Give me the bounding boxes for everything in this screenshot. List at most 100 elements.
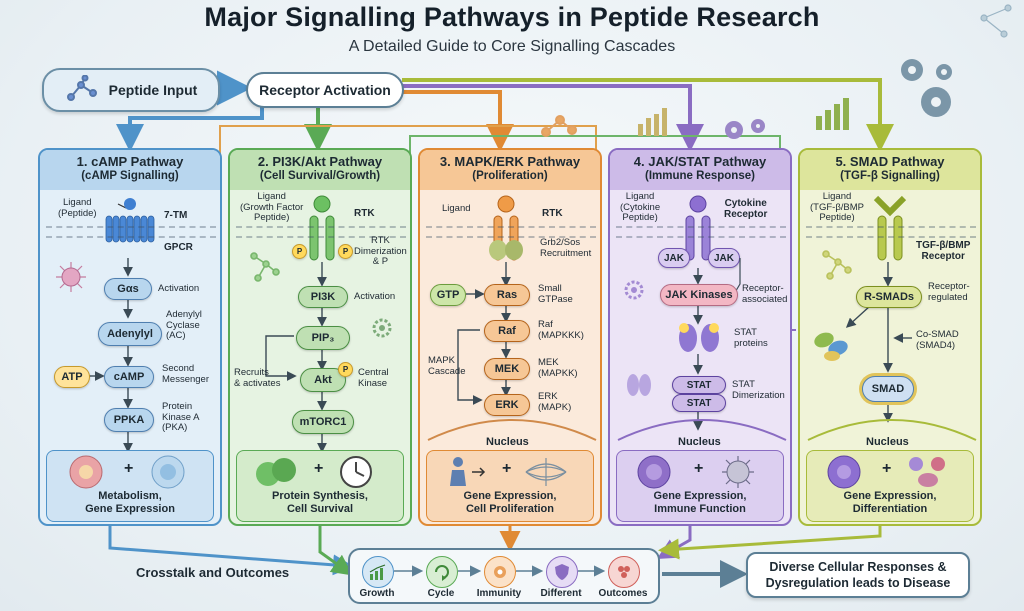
immune-cell-icon [637,455,671,489]
camp-title: 1. cAMP Pathway [76,154,184,169]
gpcr-receptor-icon [105,198,155,243]
peptide-chain-icon [250,252,280,282]
final-line-2: Dysregulation leads to Disease [765,576,951,590]
erk-note: ERK (MAPK) [538,391,572,413]
r-smads-label: R-SMADs [863,291,915,303]
cycle-label: Cycle [427,588,455,599]
peptide-molecule-icon [66,75,97,101]
smad-outcome-text: Gene Expression, Differentiation [843,490,937,515]
akt-label: Akt [314,374,332,386]
smad-subtitle: (TGF-β Signalling) [840,170,940,182]
growth-label: Growth [359,588,395,599]
jak-pathway-panel: 4. JAK/STAT Pathway (Immune Response) Li… [608,148,792,526]
camp-pathway-panel: 1. cAMP Pathway (cAMP Signalling) Ligand… [38,148,222,526]
cycle-node [426,556,458,588]
jak-kinases-note: Receptor- associated [742,283,788,305]
camp-7tm-label: 7-TM [164,210,188,221]
pi3k-note: Activation [354,291,396,302]
ppka-note: Protein Kinase A (PKA) [162,401,200,433]
ras-note: Small GTPase [538,283,573,305]
smad-panel-header: 5. SMAD Pathway (TGF-β Signalling) [800,150,980,190]
tgf-receptor-icon [873,195,907,261]
cell-cluster-icon [618,566,630,578]
erk-label: ERK [495,399,519,411]
mapk-membrane [426,226,596,238]
scientist-icon [450,457,486,486]
pi3k-outcome-text: Protein Synthesis, Cell Survival [272,490,368,515]
adenylyl-node: Adenylyl [98,322,162,346]
mek-note: MEK (MAPKK) [538,357,578,379]
pi3k-phospho-left: P [292,244,307,259]
network-icon [980,4,1012,38]
jak-left-node: JAK [658,248,690,268]
jak-nucleus-label: Nucleus [678,436,721,448]
smad-nucleus-label: Nucleus [866,436,909,448]
pi3k-flow-arrows [265,262,327,450]
outcomes-node [608,556,640,588]
camp-note: Second Messenger [162,363,209,385]
mek-node: MEK [484,358,530,380]
growth-node [362,556,394,588]
pi3k-plus: + [314,460,324,477]
final-outcome-node: Diverse Cellular Responses & Dysregulati… [746,552,970,598]
mapk-title: 3. MAPK/ERK Pathway [439,154,581,169]
pi3k-title: 2. PI3K/Akt Pathway [257,154,383,169]
pi3k-pathway-panel: 2. PI3K/Akt Pathway (Cell Survival/Growt… [228,148,412,526]
pip3-node: PIP₃ [296,326,350,350]
smad-membrane [806,226,976,238]
gtp-label: GTP [436,289,460,301]
adenylyl-label: Adenylyl [107,328,153,340]
gear-icon-purple [624,280,644,300]
immunity-label: Immunity [476,588,522,599]
camp-outcome-box [46,450,214,522]
erk-node: ERK [484,394,530,416]
mapk-ligand-label: Ligand [442,203,471,214]
cascade-note: MAPK Cascade [428,355,466,377]
stat-bottom-node: STAT [672,394,726,412]
ras-node: Ras [484,284,530,306]
r-smads-node: R-SMADs [856,286,922,308]
raf-note: Raf (MAPKKK) [538,319,584,341]
stat-proteins-icon [679,323,719,352]
jak-panel-header: 4. JAK/STAT Pathway (Immune Response) [610,150,790,190]
camp-panel-header: 1. cAMP Pathway (cAMP Signalling) [40,150,220,190]
growth-chart-icon [369,564,386,580]
camp-plus: + [124,460,134,477]
phospho-label: P [342,365,349,374]
pi3k-rtk-label: RTK [354,208,375,219]
smad-complex-icon [814,332,848,361]
mapk-rtk-label: RTK [542,208,563,219]
spindle-icon [525,458,567,486]
pi3k-label: PI3K [310,291,336,303]
camp-ligand-label: Ligand (Peptide) [58,197,97,219]
smad-title: 5. SMAD Pathway [835,154,945,169]
mapk-pathway-panel: 3. MAPK/ERK Pathway (Proliferation) Liga… [418,148,602,526]
mapk-nucleus-label: Nucleus [486,436,529,448]
mapk-plus: + [502,460,512,477]
stat-bottom-label: STAT [686,397,712,409]
adenylyl-note: Adenylyl Cyclase (AC) [166,309,202,341]
pi3k-phospho-right: P [338,244,353,259]
tgf-receptor-label: TGF-β/BMP Receptor [916,240,971,262]
gas-note: Activation [158,283,200,294]
stat-dimer-icon [627,374,651,396]
r-smads-note: Receptor- regulated [928,281,970,303]
camp-membrane [46,226,216,238]
outcomes-arrows [394,565,606,577]
jak-kinases-label: JAK Kinases [665,289,733,301]
jak-right-label: JAK [713,252,734,264]
mapk-panel-header: 3. MAPK/ERK Pathway (Proliferation) [420,150,600,190]
gas-node: Gαs [104,278,152,300]
gear-icon [901,59,952,117]
rtk-receptor-icon [309,195,335,261]
nucleus-cell-icon [151,455,185,489]
cytokine-receptor-label: Cytokine Receptor [724,198,768,220]
virus-icon [56,262,86,292]
jak-title: 4. JAK/STAT Pathway [633,154,767,169]
pi3k-node: PI3K [298,286,348,308]
stat-proteins-note: STAT proteins [734,327,768,349]
pi3k-panel-header: 2. PI3K/Akt Pathway (Cell Survival/Growt… [230,150,410,190]
camp-subtitle: (cAMP Signalling) [81,170,179,182]
grb2-sos-icon [489,240,523,260]
